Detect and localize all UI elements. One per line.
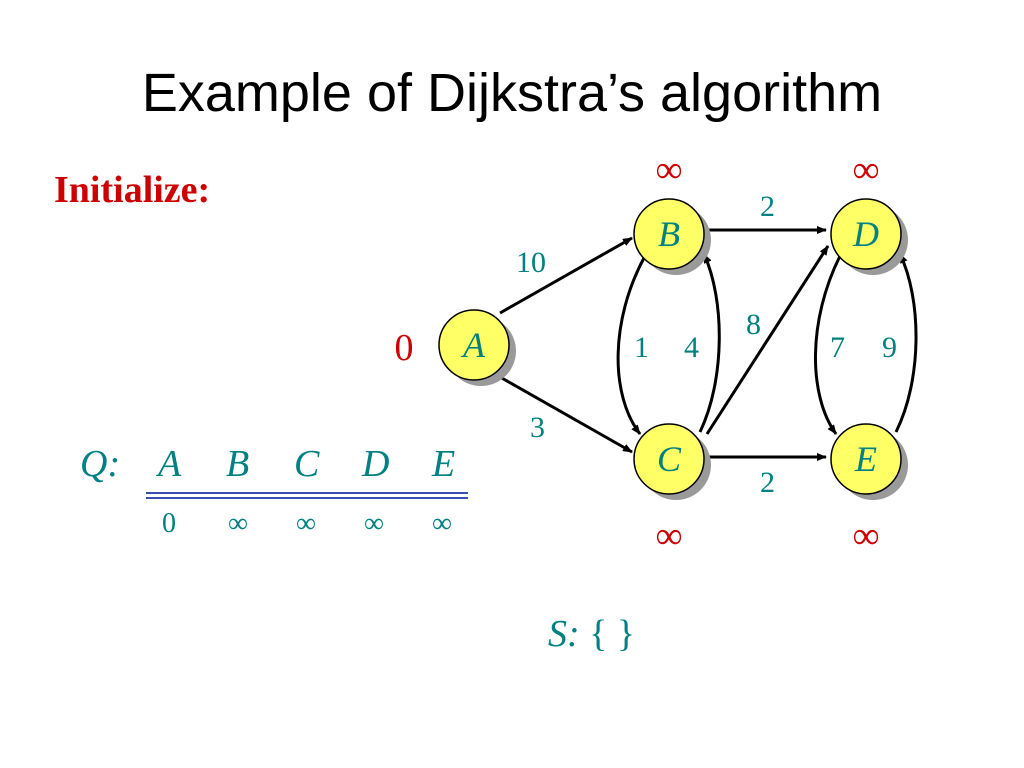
- node-b: B: [633, 198, 711, 275]
- node-distance: ∞: [655, 149, 682, 191]
- node-label: A: [461, 325, 486, 365]
- edge-weight: 1: [634, 331, 649, 364]
- queue-distance: ∞: [432, 508, 452, 539]
- node-d: D: [830, 198, 908, 275]
- node-label: C: [657, 439, 682, 479]
- queue-label: Q:: [80, 443, 121, 485]
- node-distance: ∞: [852, 149, 879, 191]
- edge-c-b: [698, 253, 721, 433]
- queue-distance: ∞: [296, 508, 316, 539]
- edge-e-d: [894, 253, 918, 433]
- node-a: A: [438, 309, 516, 386]
- edge-a-c: [499, 375, 633, 454]
- queue-node: D: [362, 443, 390, 485]
- edge-weight: 7: [830, 331, 845, 364]
- node-e: E: [830, 423, 908, 500]
- settled-value: { }: [589, 613, 636, 655]
- edge-b-c: [616, 255, 647, 435]
- queue-distance: ∞: [228, 508, 248, 539]
- node-distance: ∞: [655, 515, 682, 557]
- edge-a-b: [499, 236, 633, 315]
- edge-weight: 2: [760, 190, 775, 223]
- queue-node: B: [226, 443, 250, 485]
- queue-node: E: [432, 443, 456, 485]
- edge-weight: 10: [516, 246, 546, 279]
- queue-node: C: [294, 443, 320, 485]
- queue-distance: 0: [162, 508, 176, 539]
- slide-title: Example of Dijkstra’s algorithm: [141, 63, 883, 123]
- step-label: Initialize:: [54, 169, 211, 211]
- edge-weight: 3: [530, 411, 545, 444]
- settled-set: S: { }: [548, 612, 635, 656]
- node-distance: ∞: [852, 515, 879, 557]
- node-label: B: [658, 214, 680, 254]
- queue-divider: [146, 497, 468, 499]
- queue-distance: ∞: [364, 508, 384, 539]
- node-label: E: [854, 439, 877, 479]
- queue-node: A: [158, 443, 182, 485]
- edge-d-e: [814, 255, 842, 435]
- edge-weight: 4: [684, 331, 699, 364]
- node-c: C: [633, 423, 711, 500]
- node-distance: 0: [395, 327, 414, 369]
- edge-weight: 2: [760, 466, 775, 499]
- edge-weight: 9: [882, 331, 897, 364]
- edge-c-d: [705, 245, 830, 435]
- queue-divider: [146, 492, 468, 494]
- node-label: D: [852, 214, 879, 254]
- edge-weight: 8: [746, 308, 761, 341]
- settled-label: S:: [548, 613, 580, 655]
